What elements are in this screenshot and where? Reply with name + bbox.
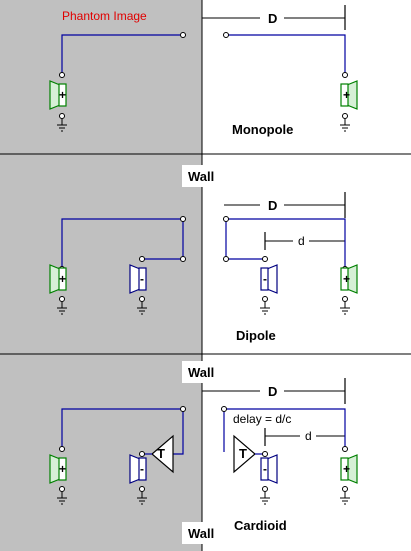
- distance-D-label: D: [268, 11, 278, 26]
- polarity-minus: -: [263, 272, 267, 286]
- polarity-minus: -: [140, 272, 144, 286]
- delay-amplifier-icon: [233, 434, 256, 474]
- delay-amplifier-icon: [151, 434, 174, 474]
- wall-label: Wall: [188, 365, 215, 380]
- dipole-panel: [49, 192, 358, 315]
- polarity-plus: +: [59, 272, 67, 286]
- phantom-image-label: Phantom Image: [62, 9, 147, 23]
- wall-label: Wall: [188, 526, 215, 541]
- ground-icon: [259, 301, 271, 315]
- polarity-minus: -: [263, 462, 267, 476]
- polarity-plus: +: [59, 88, 67, 102]
- polarity-plus: +: [59, 462, 67, 476]
- ground-icon: [339, 491, 351, 505]
- distance-d-label: d: [298, 234, 305, 248]
- wall-label-box: [182, 522, 224, 544]
- distance-D-label: D: [268, 384, 278, 399]
- ground-icon: [259, 491, 271, 505]
- panel-title: Dipole: [236, 328, 276, 343]
- polarity-minus: -: [140, 462, 144, 476]
- delay-element-label: T: [239, 446, 247, 461]
- delay-formula-label: delay = d/c: [233, 412, 292, 426]
- delay-element-label: T: [157, 446, 165, 461]
- monopole-panel: [49, 5, 358, 132]
- cardioid-panel: [49, 378, 358, 505]
- wall-label-box: [182, 165, 224, 187]
- wall-label: Wall: [188, 169, 215, 184]
- panel-title: Monopole: [232, 122, 294, 137]
- panel-title: Cardioid: [234, 518, 287, 533]
- ground-icon: [339, 301, 351, 315]
- distance-D-label: D: [268, 198, 278, 213]
- polarity-plus: +: [343, 462, 351, 476]
- polarity-plus: +: [343, 272, 351, 286]
- wall-label-box: [182, 361, 224, 383]
- polarity-plus: +: [343, 88, 351, 102]
- ground-icon: [339, 118, 351, 132]
- distance-d-label: d: [305, 429, 312, 443]
